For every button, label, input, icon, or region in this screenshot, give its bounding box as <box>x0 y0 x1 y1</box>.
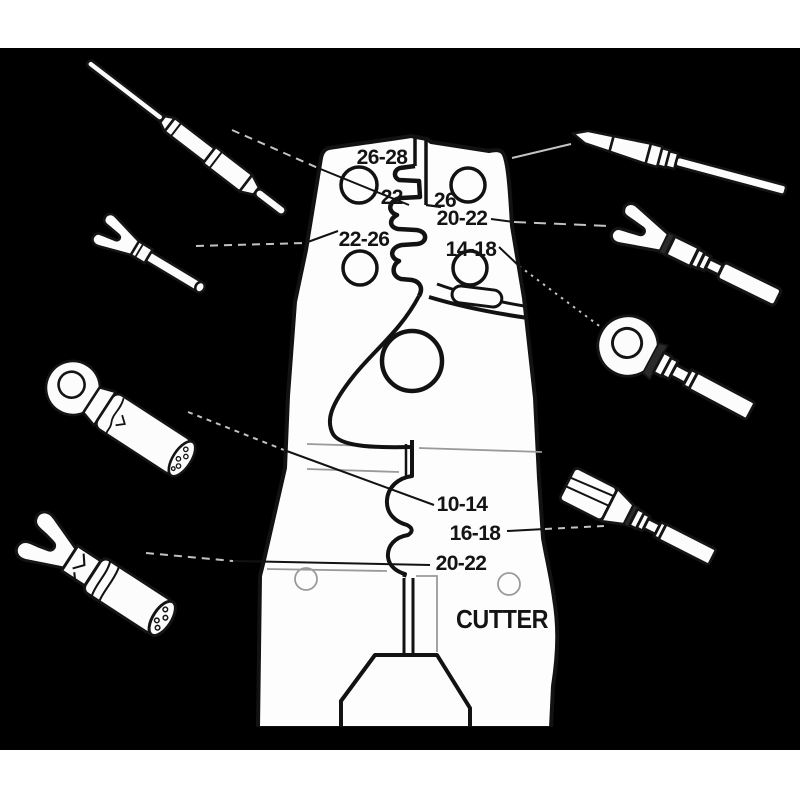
tool-silhouette <box>256 134 560 730</box>
pin-ridge2 <box>208 151 223 169</box>
leader-lines-background <box>145 129 610 562</box>
leader-fork-left-solid <box>304 230 339 244</box>
leader-lines-foreground <box>232 167 546 566</box>
fork-lug-bottom-left-illustration <box>14 510 177 638</box>
lever-curve <box>327 295 421 450</box>
handle-rivet-right <box>497 572 521 596</box>
fork-terminal-right-illustration <box>609 201 783 307</box>
label-strip-22: 22- <box>381 186 410 209</box>
leader-fork-right-dashed <box>513 221 610 227</box>
crop-mask <box>200 727 620 750</box>
leader-fork-right-solid <box>490 218 515 223</box>
label-strip-22-26: 22-26 <box>339 228 390 251</box>
label-strip-20-22: 20-22 <box>437 207 488 230</box>
label-cutter: CUTTER <box>456 604 549 634</box>
gauge-labels: 26-28 22- 26 20-22 22-26 14-18 10-14 16-… <box>339 146 550 634</box>
jaw-slot-detail <box>450 284 504 309</box>
ring-right-band <box>641 342 669 381</box>
top-margin-band <box>0 0 800 48</box>
head-hole-top-right <box>449 166 487 204</box>
fork-lug-wire-strands <box>153 606 169 631</box>
handle-seam-lines <box>402 578 415 654</box>
label-crimp-10-14: 10-14 <box>437 493 489 516</box>
socket-wire <box>674 155 788 196</box>
qd-sleeve <box>657 523 718 566</box>
handle-rivet-left <box>294 567 318 591</box>
ring-terminal-right-illustration <box>596 314 756 421</box>
ring-lug-collar <box>81 386 118 427</box>
leader-forklug-left-solid <box>232 560 431 566</box>
fork-head <box>91 212 141 257</box>
jaw-notch-lines <box>413 137 428 205</box>
pivot-bolt <box>379 328 445 394</box>
tool-faint-lines <box>266 443 543 652</box>
ring-lug-wire-strands <box>170 446 189 472</box>
label-strip-14-18: 14-18 <box>446 238 498 261</box>
handle-vee-cutout <box>339 653 472 728</box>
jaw-step-line <box>425 203 442 209</box>
fork-lug-crimp-mark <box>72 553 86 580</box>
fork-right-head <box>609 201 670 253</box>
leader-qd-right-dashed <box>544 525 605 530</box>
ring-lug-hole <box>57 370 86 399</box>
fork-right-sleeve <box>716 261 783 307</box>
ring-right-sleeve <box>688 371 756 421</box>
socket-terminal-top-right-illustration <box>571 129 788 196</box>
fork-lug-ridges <box>90 561 120 602</box>
pin-ridge1 <box>170 122 183 137</box>
leader-ring-right-solid <box>498 246 520 267</box>
label-strip-26: 26 <box>434 189 456 212</box>
label-strip-26-28: 26-28 <box>357 146 409 169</box>
pin-taper2 <box>238 173 261 196</box>
ring-lug-crimp-mark2 <box>115 414 126 427</box>
ring-lug-left-illustration <box>44 359 197 478</box>
stripper-notch-seam <box>388 163 428 298</box>
head-hole-bottom-right <box>451 249 489 287</box>
fork-terminal-left-illustration <box>91 212 207 294</box>
leader-pin-topleft-solid <box>317 167 410 206</box>
bottom-margin-band <box>0 750 800 800</box>
quick-disconnect-right-illustration <box>558 467 718 566</box>
qd-fold-lines <box>565 476 615 507</box>
leader-forklug-left-dashed <box>145 552 234 562</box>
head-hole-bottom-left <box>341 249 379 287</box>
jaw-bottom-edge <box>428 295 529 320</box>
fork-lug-head <box>14 510 78 570</box>
crimp-nest-profile <box>384 440 414 578</box>
fork-collar-seam <box>134 243 144 258</box>
leader-ringlug-left-solid <box>283 449 435 506</box>
crimp-tool-body <box>200 134 620 750</box>
leader-pin-topright <box>511 143 572 159</box>
leader-qd-right-solid <box>506 528 546 532</box>
fork-wire-tip <box>193 280 207 294</box>
ring-right-hole <box>611 326 644 359</box>
leader-fork-left-dashed <box>195 242 306 247</box>
pin-tip <box>253 187 287 217</box>
label-crimp-16-18: 16-18 <box>450 522 502 545</box>
leader-ring-right-dotted <box>518 265 603 329</box>
ring-lug-crimp-mark1 <box>105 397 125 434</box>
leader-ringlug-left-dashed <box>187 411 285 451</box>
label-crimp-20-22: 20-22 <box>436 552 487 575</box>
pin-terminal-top-left-illustration <box>85 59 287 217</box>
leader-pin-topleft-dashed <box>231 129 319 169</box>
